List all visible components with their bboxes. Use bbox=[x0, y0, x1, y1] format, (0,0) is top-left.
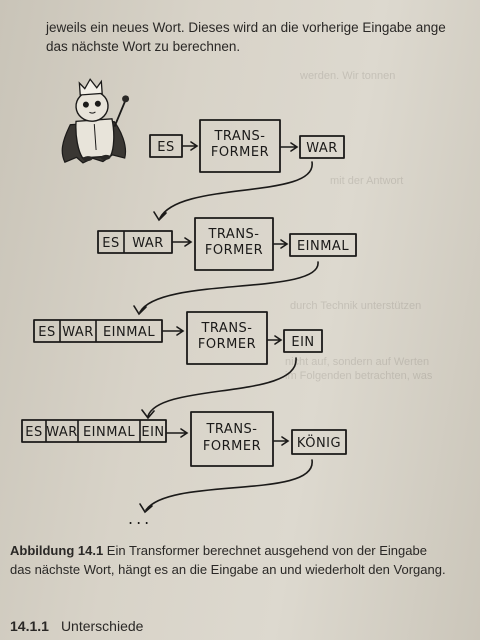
diagram-step-1: ES TRANS- FORMER WAR bbox=[149, 119, 345, 222]
bleed-through-text: durch Technik unterstützen bbox=[290, 300, 422, 312]
input-token: WAR bbox=[132, 236, 164, 251]
transformer-label-line-1: TRANS- bbox=[200, 321, 252, 336]
loop-arrow-icon bbox=[133, 261, 319, 316]
arrow-icon bbox=[166, 428, 189, 438]
input-token: WAR bbox=[46, 425, 78, 440]
output-token: EIN bbox=[291, 335, 314, 350]
arrow-icon bbox=[172, 237, 193, 247]
bleed-through-text: im Folgenden betrachten, was bbox=[285, 370, 433, 382]
input-sequence-box bbox=[33, 319, 163, 343]
arrow-icon bbox=[182, 141, 199, 151]
figure-caption-line-1: Abbildung 14.1 Ein Transformer berechnet… bbox=[10, 543, 427, 558]
transformer-label-line-2: FORMER bbox=[205, 243, 263, 258]
output-token: KÖNIG bbox=[297, 434, 341, 451]
transformer-box bbox=[190, 411, 274, 467]
output-token-box bbox=[291, 429, 347, 455]
diagram-step-3: ES WAR EINMAL TRANS- FORMER EIN bbox=[33, 311, 323, 420]
figure-caption-line-2: das nächste Wort, hängt es an die Eingab… bbox=[10, 562, 446, 577]
transformer-label-line-1: TRANS- bbox=[207, 227, 259, 242]
king-mascot-icon bbox=[61, 78, 130, 164]
loop-arrow-icon bbox=[153, 161, 313, 222]
input-sequence-box bbox=[97, 230, 173, 254]
transformer-box bbox=[186, 311, 268, 365]
input-token: ES bbox=[25, 425, 42, 440]
arrow-icon bbox=[162, 326, 185, 336]
output-token-box bbox=[283, 329, 323, 353]
input-token: WAR bbox=[62, 325, 94, 340]
transformer-box bbox=[199, 119, 281, 173]
continuation-ellipsis: ... bbox=[128, 509, 152, 528]
input-token: EINMAL bbox=[83, 425, 135, 440]
intro-line-2: das nächste Wort zu berechnen. bbox=[46, 39, 241, 54]
bleed-through-text: mit der Antwort bbox=[330, 175, 404, 187]
input-token: ES bbox=[38, 325, 55, 340]
figure-caption-label: Abbildung 14.1 bbox=[10, 543, 104, 558]
arrow-icon bbox=[273, 239, 289, 249]
diagram-step-4: ES WAR EINMAL EIN TRANS- FORMER KÖNIG bbox=[21, 411, 347, 514]
transformer-label-line-1: TRANS- bbox=[205, 422, 257, 437]
intro-line-1: jeweils ein neues Wort. Dieses wird an d… bbox=[46, 20, 446, 35]
transformer-label-line-2: FORMER bbox=[198, 337, 256, 352]
transformer-box bbox=[194, 217, 274, 271]
bleed-through-text: nicht auf, sondern auf Werten bbox=[285, 356, 430, 368]
input-token: ES bbox=[157, 140, 174, 155]
arrow-icon bbox=[267, 335, 283, 345]
output-token: EINMAL bbox=[297, 239, 349, 254]
transformer-label-line-2: FORMER bbox=[203, 439, 261, 454]
bleed-through-text: werden. Wir tonnen bbox=[300, 70, 396, 82]
section-title: Unterschiede bbox=[60, 618, 144, 634]
diagram-step-2: ES WAR TRANS- FORMER EINMAL bbox=[97, 217, 357, 316]
arrow-icon bbox=[273, 436, 290, 446]
input-token: EINMAL bbox=[103, 325, 155, 340]
loop-arrow-icon bbox=[139, 459, 313, 514]
section-number: 14.1.1 bbox=[10, 618, 49, 634]
section-heading: 14.1.1 Unterschiede bbox=[10, 618, 143, 634]
output-token: WAR bbox=[306, 141, 338, 156]
transformer-label-line-2: FORMER bbox=[211, 145, 269, 160]
input-sequence-box bbox=[21, 419, 167, 443]
input-token: ES bbox=[102, 236, 119, 251]
loop-arrow-icon bbox=[141, 357, 297, 420]
figure-caption-text: Ein Transformer berechnet ausgehend von … bbox=[106, 543, 427, 558]
output-token-box bbox=[299, 135, 345, 159]
output-token-box bbox=[289, 233, 357, 257]
input-token-box bbox=[149, 134, 183, 158]
arrow-icon bbox=[280, 142, 299, 152]
transformer-label-line-1: TRANS- bbox=[213, 129, 265, 144]
input-token: EIN bbox=[141, 425, 164, 440]
